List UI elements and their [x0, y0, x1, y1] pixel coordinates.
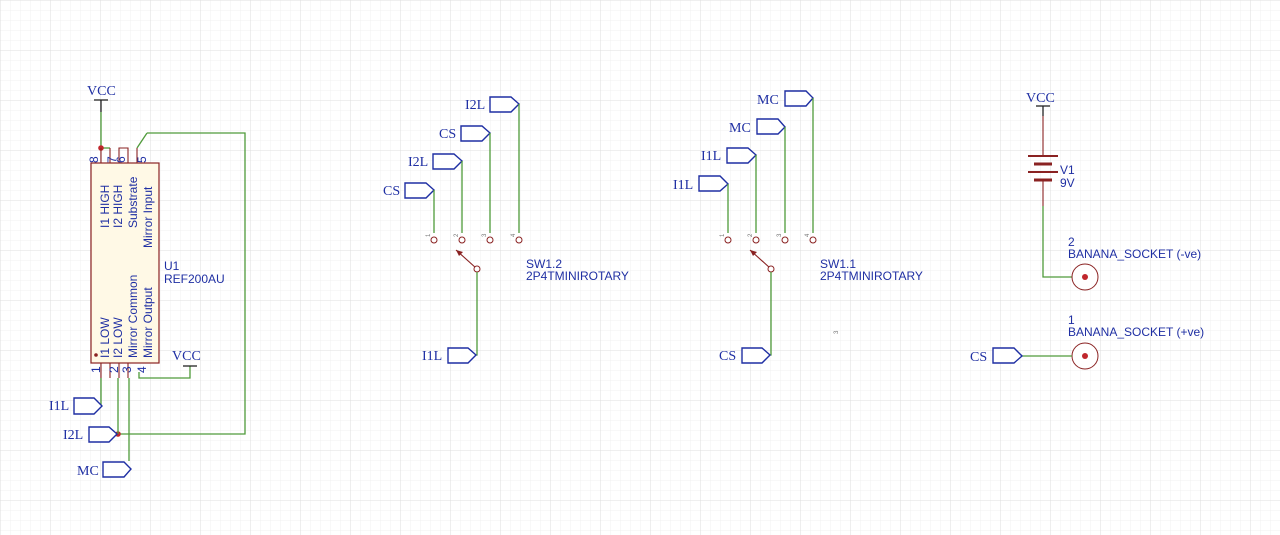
u1-pin-5-name: Mirror Input — [141, 186, 155, 248]
u1-pin-4-name: Mirror Output — [141, 287, 155, 358]
sw12-pin-3: 3 — [482, 233, 488, 237]
socket-flag-cs-text: CS — [970, 350, 987, 365]
sw11-flag-cs-text: CS — [719, 349, 736, 364]
socket-1-value: BANANA_SOCKET (+ve) — [1068, 325, 1204, 339]
u1-pin-4-number: 4 — [135, 366, 149, 373]
vcc-power-symbol[interactable]: VCC — [87, 84, 116, 112]
sw11-flag-i1l-2[interactable]: I1L — [673, 175, 730, 193]
u1-value: REF200AU — [164, 272, 225, 286]
net-flag-i2l-u1[interactable]: I2L — [63, 426, 119, 443]
vcc-power-symbol-3[interactable]: VCC — [1026, 91, 1055, 116]
sw11-flag-cs[interactable]: CS — [719, 347, 772, 364]
u1-pin-1-number: 1 — [89, 366, 103, 373]
sw11-flag-i1l[interactable]: I1L — [701, 147, 758, 164]
u1-pin-6-name: Substrate — [126, 176, 140, 228]
sw12-flag-cs-text: CS — [439, 127, 456, 142]
sw12-pin-4: 4 — [511, 233, 517, 237]
u1-pin-6-number: 6 — [114, 156, 128, 163]
sw12-flag-cs-2[interactable]: CS — [383, 182, 436, 199]
sw12-flag-i2l-2[interactable]: I2L — [408, 153, 464, 170]
u1-pin-8-number: 8 — [87, 156, 101, 163]
sw12-flag-i1l-text: I1L — [422, 349, 442, 364]
sw11-flag-mc-2[interactable]: MC — [729, 118, 786, 136]
net-flag-i1l-u1[interactable]: I1L — [49, 397, 103, 415]
sw12-flag-i2l[interactable]: I2L — [465, 96, 521, 113]
vcc-label-3: VCC — [1026, 91, 1055, 106]
banana-socket-1[interactable]: 1 BANANA_SOCKET (+ve) — [1068, 313, 1204, 370]
sw11-pin-2: 2 — [748, 233, 754, 237]
sw11-pin-4: 4 — [805, 233, 811, 237]
sw12-component[interactable]: I2L CS I2L CS 1 2 3 4 — [383, 96, 629, 364]
u1-pin-3-number: 3 — [120, 366, 134, 373]
v1-reference: V1 — [1060, 163, 1075, 177]
sw11-flag-mc-2-text: MC — [729, 121, 751, 136]
sw12-flag-i2l-2-text: I2L — [408, 155, 428, 170]
sw12-value: 2P4TMINIROTARY — [526, 269, 629, 283]
v1-value: 9V — [1060, 176, 1075, 190]
u1-body[interactable] — [90, 162, 160, 364]
sw11-reference: SW1.1 — [820, 257, 856, 271]
banana-socket-2[interactable]: 2 BANANA_SOCKET (-ve) — [1068, 235, 1201, 291]
sw12-flag-i2l-text: I2L — [465, 98, 485, 113]
sw12-pin-2: 2 — [454, 233, 460, 237]
sw12-reference: SW1.2 — [526, 257, 562, 271]
sw11-pin-1: 1 — [720, 233, 726, 237]
socket-2-value: BANANA_SOCKET (-ve) — [1068, 247, 1201, 261]
net-label-i1l: I1L — [49, 399, 69, 414]
sw11-value: 2P4TMINIROTARY — [820, 269, 923, 283]
sw11-pin-3: 3 — [777, 233, 783, 237]
u1-pin-8-name: I1 HIGH — [98, 185, 112, 228]
sw11-flag-mc[interactable]: MC — [757, 90, 814, 108]
net-label-mc: MC — [77, 464, 99, 479]
net-label-i2l: I2L — [63, 428, 83, 443]
sw12-flag-cs[interactable]: CS — [439, 125, 492, 142]
v1-component[interactable]: VCC V1 9V — [1026, 91, 1075, 278]
u1-pin-3-name: Mirror Common — [126, 275, 140, 358]
u1-pin-2-number: 2 — [107, 366, 121, 373]
net-flag-cs-socket[interactable]: CS — [970, 347, 1024, 365]
u1-pin-7-number: 7 — [105, 156, 119, 163]
sw12-flag-i1l[interactable]: I1L — [422, 347, 478, 364]
vcc-label: VCC — [87, 84, 116, 99]
vcc-label-2: VCC — [172, 349, 201, 364]
u1-pin-2-name: I2 LOW — [111, 317, 125, 358]
u1-reference: U1 — [164, 259, 180, 273]
u1-pin-7-name: I2 HIGH — [111, 185, 125, 228]
socket-2-number: 2 — [1068, 235, 1075, 249]
sw11-component[interactable]: MC MC I1L I1L 1 2 3 4 CS — [673, 90, 923, 364]
socket-1-number: 1 — [1068, 313, 1075, 327]
vcc-power-symbol-2[interactable]: VCC — [172, 349, 201, 367]
net-flag-mc-u1[interactable]: MC — [77, 461, 132, 479]
sw12-pin-1: 1 — [426, 233, 432, 237]
u1-pin-1-name: I1 LOW — [98, 317, 112, 358]
u1-pin-5-number: 5 — [135, 156, 149, 163]
u1-component[interactable]: VCC 8 7 6 5 I1 HIGH I2 HIGH Substrate Mi… — [87, 84, 246, 461]
sw12-flag-cs-2-text: CS — [383, 184, 400, 199]
sw11-stray-text: 3 — [834, 330, 840, 334]
sw11-flag-i1l-2-text: I1L — [673, 178, 693, 193]
sw11-flag-i1l-text: I1L — [701, 149, 721, 164]
sw11-flag-mc-text: MC — [757, 93, 779, 108]
